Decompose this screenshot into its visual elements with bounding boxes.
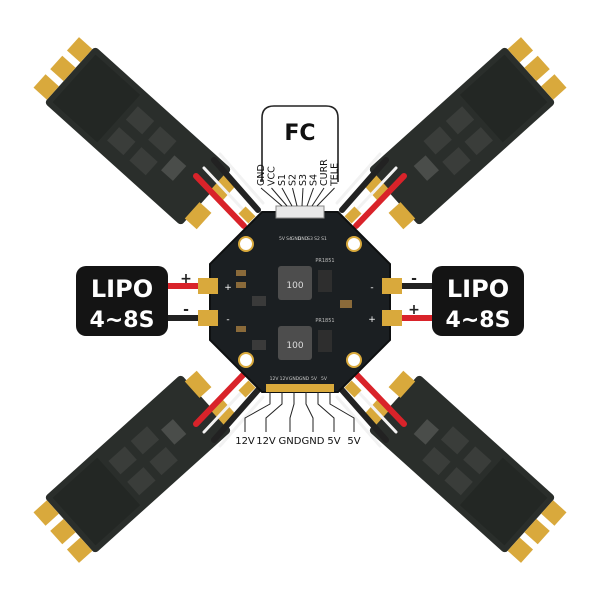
board-silk-top-label: GND	[298, 236, 309, 242]
esc-wires	[193, 152, 407, 448]
inductor-1-label: 100	[286, 281, 303, 291]
fc-pin-lead	[260, 187, 283, 207]
lipo-left-label: LIPO 4~8S + -	[76, 266, 192, 336]
bottom-pin-lead	[329, 392, 355, 432]
board-silk-top-label: S1	[321, 236, 327, 242]
board-silk-bottom-label: 12V	[280, 376, 290, 382]
board-silk-bottom-label: 5V	[311, 376, 318, 382]
board-silk-top-label: S4	[286, 236, 292, 242]
bottom-pin-label: 12V	[235, 436, 255, 447]
esc-board-bottom-left	[33, 370, 237, 563]
fc-pin-label: CURR	[319, 159, 330, 186]
fc-pin-lead	[306, 187, 314, 207]
bottom-pin-lead	[305, 392, 314, 432]
left-pad-minus: -	[226, 315, 229, 325]
fc-pin-lead	[301, 187, 304, 207]
fc-pin-label: VCC	[267, 166, 278, 186]
lipo-right-minus: -	[411, 271, 417, 287]
board-silk-bottom-label: GND	[299, 376, 310, 382]
left-pad-plus: +	[224, 283, 232, 293]
lipo-left-plus: +	[180, 271, 192, 287]
bottom-pin-label: 5V	[347, 436, 360, 447]
fc-pin-lead	[281, 187, 293, 207]
board-silk-bottom-label: 5V	[321, 376, 328, 382]
esc-board-top-right	[363, 37, 567, 230]
lipo-left-minus: -	[183, 302, 189, 318]
fc-pin-label: TELE	[330, 163, 341, 187]
inductor-2-label: 100	[286, 341, 303, 351]
fc-pin-label: S3	[298, 174, 309, 186]
chip-2-label: PR1851	[315, 318, 334, 324]
bottom-pin-lead	[289, 392, 295, 432]
fc-pin-lead	[316, 187, 335, 207]
lipo-left-line2: 4~8S	[90, 308, 155, 333]
fc-pin-lead	[292, 187, 298, 207]
board-silk-bottom-label: GND	[289, 376, 300, 382]
right-pad-minus: -	[370, 283, 373, 293]
fc-pin-label: S4	[309, 174, 320, 186]
board-silk-top-label: 5V	[279, 236, 286, 242]
board-silk-top-label: S3	[307, 236, 313, 242]
lipo-right-line1: LIPO	[447, 275, 509, 303]
board-silk-top-label: S2	[314, 236, 320, 242]
fc-title: FC	[284, 121, 315, 146]
lipo-right-label: LIPO 4~8S - +	[408, 266, 524, 336]
pdb-board	[198, 205, 402, 398]
fc-pin-lead	[271, 187, 288, 207]
esc-board-top-left	[33, 37, 237, 230]
board-silk-top-label: GND	[291, 236, 302, 242]
bottom-pin-label: GND	[279, 436, 302, 447]
fc-pin-lead	[311, 187, 325, 207]
lipo-right-line2: 4~8S	[446, 308, 511, 333]
bottom-pin-lead	[317, 392, 335, 432]
fc-pin-leads	[260, 187, 335, 207]
bottom-pin-label: 12V	[256, 436, 276, 447]
esc-board-bottom-right	[363, 370, 567, 563]
bottom-pin-label: 5V	[327, 436, 340, 447]
bottom-pin-label: GND	[302, 436, 325, 447]
right-pad-plus: +	[368, 315, 376, 325]
board-silk-bottom-label: 12V	[270, 376, 280, 382]
bottom-pin-lead	[244, 392, 271, 432]
lipo-right-plus: +	[408, 302, 420, 318]
chip-1-label: PR1851	[315, 258, 334, 264]
fc-pin-label: S1	[277, 174, 288, 186]
lipo-left-line1: LIPO	[91, 275, 153, 303]
bottom-pin-leads	[244, 392, 355, 432]
fc-pin-label: S2	[288, 174, 299, 186]
fc-pin-label: GND	[256, 164, 267, 186]
bottom-pin-lead	[265, 392, 283, 432]
